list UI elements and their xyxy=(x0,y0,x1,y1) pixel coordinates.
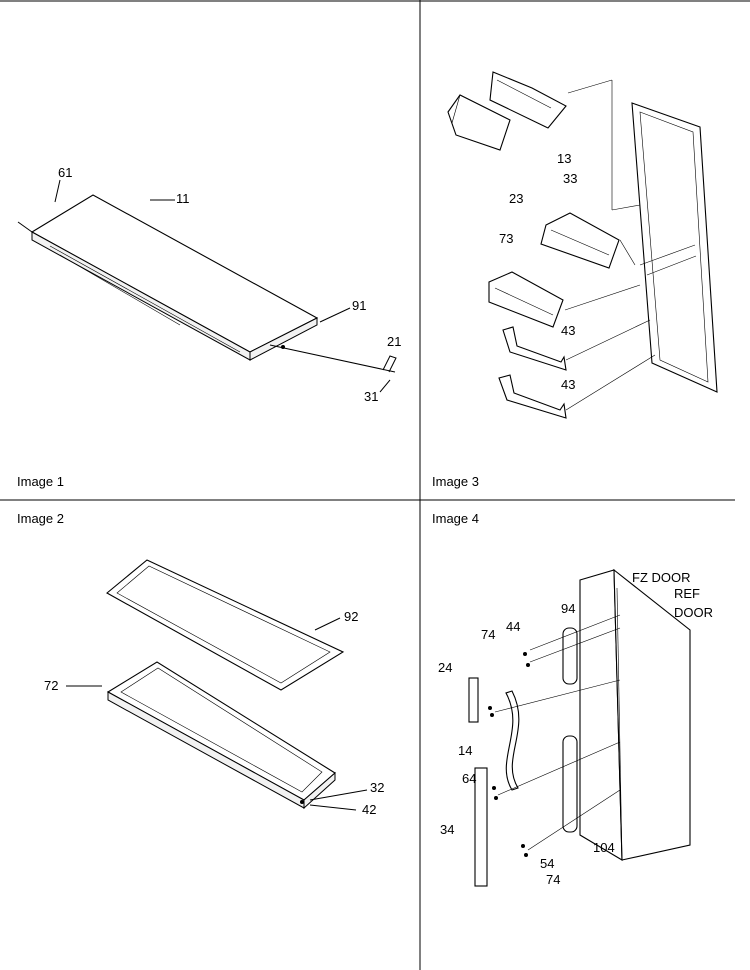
image-1-shelf xyxy=(17,194,397,373)
image-3-callouts: 13 23 33 73 43 43 xyxy=(499,151,577,392)
callout-91: 91 xyxy=(352,298,366,313)
callout-72: 72 xyxy=(44,678,58,693)
image-2-glass-shelf xyxy=(106,559,345,810)
callout-64: 64 xyxy=(462,771,476,786)
callout-61: 61 xyxy=(58,165,72,180)
image-3-door-bins xyxy=(447,71,718,419)
callout-24: 24 xyxy=(438,660,452,675)
callout-43-a: 43 xyxy=(561,323,575,338)
callout-13: 13 xyxy=(557,151,571,166)
panel-label-image-4: Image 4 xyxy=(432,511,479,526)
image-4-callouts: FZ DOOR REF DOOR 94 44 74 24 14 64 34 54… xyxy=(438,570,713,887)
callout-11: 11 xyxy=(176,191,190,206)
callout-31: 31 xyxy=(364,389,378,404)
callout-fz-door: FZ DOOR xyxy=(632,570,691,585)
callout-74-b: 74 xyxy=(546,872,560,887)
callout-33: 33 xyxy=(563,171,577,186)
callout-73: 73 xyxy=(499,231,513,246)
panel-label-image-2: Image 2 xyxy=(17,511,64,526)
callout-104: 104 xyxy=(593,840,615,855)
image-4-doors-handles xyxy=(468,568,691,887)
callout-14: 14 xyxy=(458,743,472,758)
panel-label-image-3: Image 3 xyxy=(432,474,479,489)
callout-92: 92 xyxy=(344,609,358,624)
callout-21: 21 xyxy=(387,334,401,349)
callout-door: DOOR xyxy=(674,605,713,620)
callout-94: 94 xyxy=(561,601,575,616)
callout-32: 32 xyxy=(370,780,384,795)
callout-34: 34 xyxy=(440,822,454,837)
image-1-callouts: 61 11 91 21 31 xyxy=(54,165,401,404)
panel-label-image-1: Image 1 xyxy=(17,474,64,489)
callout-74-a: 74 xyxy=(481,627,495,642)
callout-54: 54 xyxy=(540,856,554,871)
callout-23: 23 xyxy=(509,191,523,206)
image-2-callouts: 92 72 32 42 xyxy=(44,609,384,817)
callout-43-b: 43 xyxy=(561,377,575,392)
callout-42: 42 xyxy=(362,802,376,817)
callout-44: 44 xyxy=(506,619,520,634)
callout-ref: REF xyxy=(674,586,700,601)
